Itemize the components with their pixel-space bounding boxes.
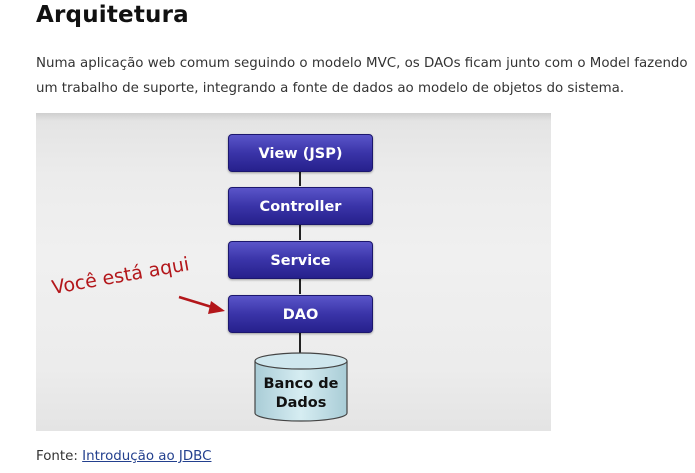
database-label-line-2: Dados: [275, 395, 327, 411]
section-heading: Arquitetura: [36, 2, 189, 28]
layer-dao: DAO: [228, 295, 373, 333]
intro-paragraph: Numa aplicação web comum seguindo o mode…: [36, 51, 695, 101]
database-cylinder: Banco de Dados: [253, 351, 349, 423]
connector-view-controller: [299, 172, 301, 186]
source-line: Fonte: Introdução ao JDBC: [36, 449, 211, 464]
right-arrow-icon: [178, 295, 225, 314]
paragraph-line-1: Numa aplicação web comum seguindo o mode…: [36, 56, 688, 71]
layer-service: Service: [228, 241, 373, 279]
database-cylinder-icon: [254, 352, 348, 422]
database-label: Banco de Dados: [253, 375, 349, 413]
you-are-here-annotation: Você está aqui: [50, 253, 191, 299]
database-label-line-1: Banco de: [263, 376, 339, 392]
connector-dao-database: [299, 333, 301, 355]
layer-controller: Controller: [228, 187, 373, 225]
architecture-diagram: View (JSP) Controller Service DAO Banco …: [36, 113, 551, 431]
paragraph-line-2: um trabalho de suporte, integrando a fon…: [36, 81, 625, 96]
connector-service-dao: [299, 279, 301, 294]
source-link[interactable]: Introdução ao JDBC: [82, 449, 212, 464]
source-prefix: Fonte:: [36, 449, 83, 464]
layer-view: View (JSP): [228, 134, 373, 172]
connector-controller-service: [299, 225, 301, 240]
